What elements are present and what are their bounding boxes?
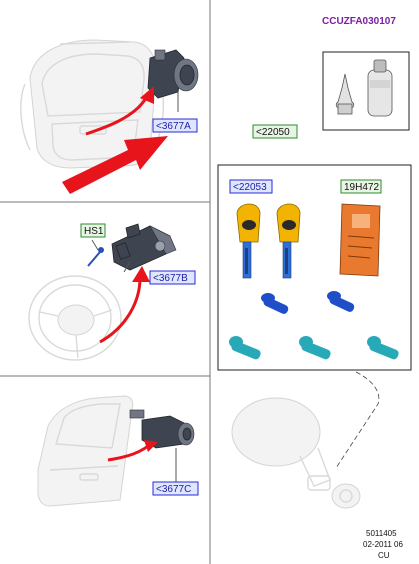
tag-door-cylinder[interactable]: <3677C	[152, 481, 199, 496]
tag-hardware[interactable]: HS1	[80, 223, 106, 238]
kit-code-label: CCUZFA030107	[322, 16, 396, 27]
lock-exploded-illustration	[231, 397, 361, 509]
car-key-icon	[236, 203, 261, 279]
lock-pin-cyan-2	[299, 336, 331, 360]
tag-code-card[interactable]: 19H472	[340, 179, 382, 194]
ignition-install-arrow	[99, 277, 142, 344]
svg-text:<3677A: <3677A	[156, 121, 191, 132]
svg-text:02-2011 06: 02-2011 06	[363, 540, 403, 549]
door-install-arrow	[107, 444, 149, 462]
lock-pin-cyan-1	[229, 336, 261, 360]
sealant-tube-icon	[335, 73, 355, 115]
key-code-card-icon	[339, 203, 381, 277]
door-illustration	[37, 395, 134, 507]
tailgate-lock-cylinder	[147, 49, 199, 112]
ignition-panel: HS1 <3677B	[28, 223, 196, 361]
ignition-lock-assembly	[111, 223, 177, 273]
leader-line	[335, 371, 380, 469]
car-key-icon-2	[276, 203, 301, 279]
lock-pin-cyan-3	[367, 336, 399, 360]
kit-box	[217, 164, 412, 371]
lock-pin-blue-1	[261, 293, 289, 314]
svg-text:<3677B: <3677B	[153, 273, 188, 284]
steering-wheel-illustration	[28, 275, 122, 361]
tailgate-arrow-head	[140, 86, 154, 104]
sealant-box	[322, 51, 410, 131]
tailgate-install-arrow	[85, 97, 148, 136]
svg-text:<22050: <22050	[256, 127, 290, 138]
hs1-screw	[87, 239, 104, 267]
svg-text:<3677C: <3677C	[156, 484, 191, 495]
tag-ignition-cylinder[interactable]: <3677B	[149, 270, 196, 285]
tag-tailgate-cylinder[interactable]: <3677A	[152, 118, 198, 133]
door-panel: <3677C	[37, 395, 199, 507]
reference-footer: 5011405 02-2011 06 CU	[363, 529, 403, 560]
svg-text:HS1: HS1	[84, 226, 104, 237]
sealant-bottle-icon	[367, 59, 393, 117]
svg-text:<22053: <22053	[233, 182, 267, 193]
tag-kit-main[interactable]: <22050	[252, 124, 298, 139]
tailgate-location-arrow	[62, 136, 168, 194]
svg-text:CU: CU	[378, 551, 390, 560]
svg-text:5011405: 5011405	[366, 529, 397, 538]
door-arrow-head	[144, 440, 158, 452]
tailgate-panel: <3677A	[20, 39, 199, 194]
ignition-arrow-head	[132, 266, 150, 282]
svg-text:19H472: 19H472	[344, 182, 379, 193]
tag-keys[interactable]: <22053	[229, 179, 273, 194]
door-lock-cylinder	[129, 409, 195, 482]
lock-pin-blue-2	[327, 291, 355, 312]
